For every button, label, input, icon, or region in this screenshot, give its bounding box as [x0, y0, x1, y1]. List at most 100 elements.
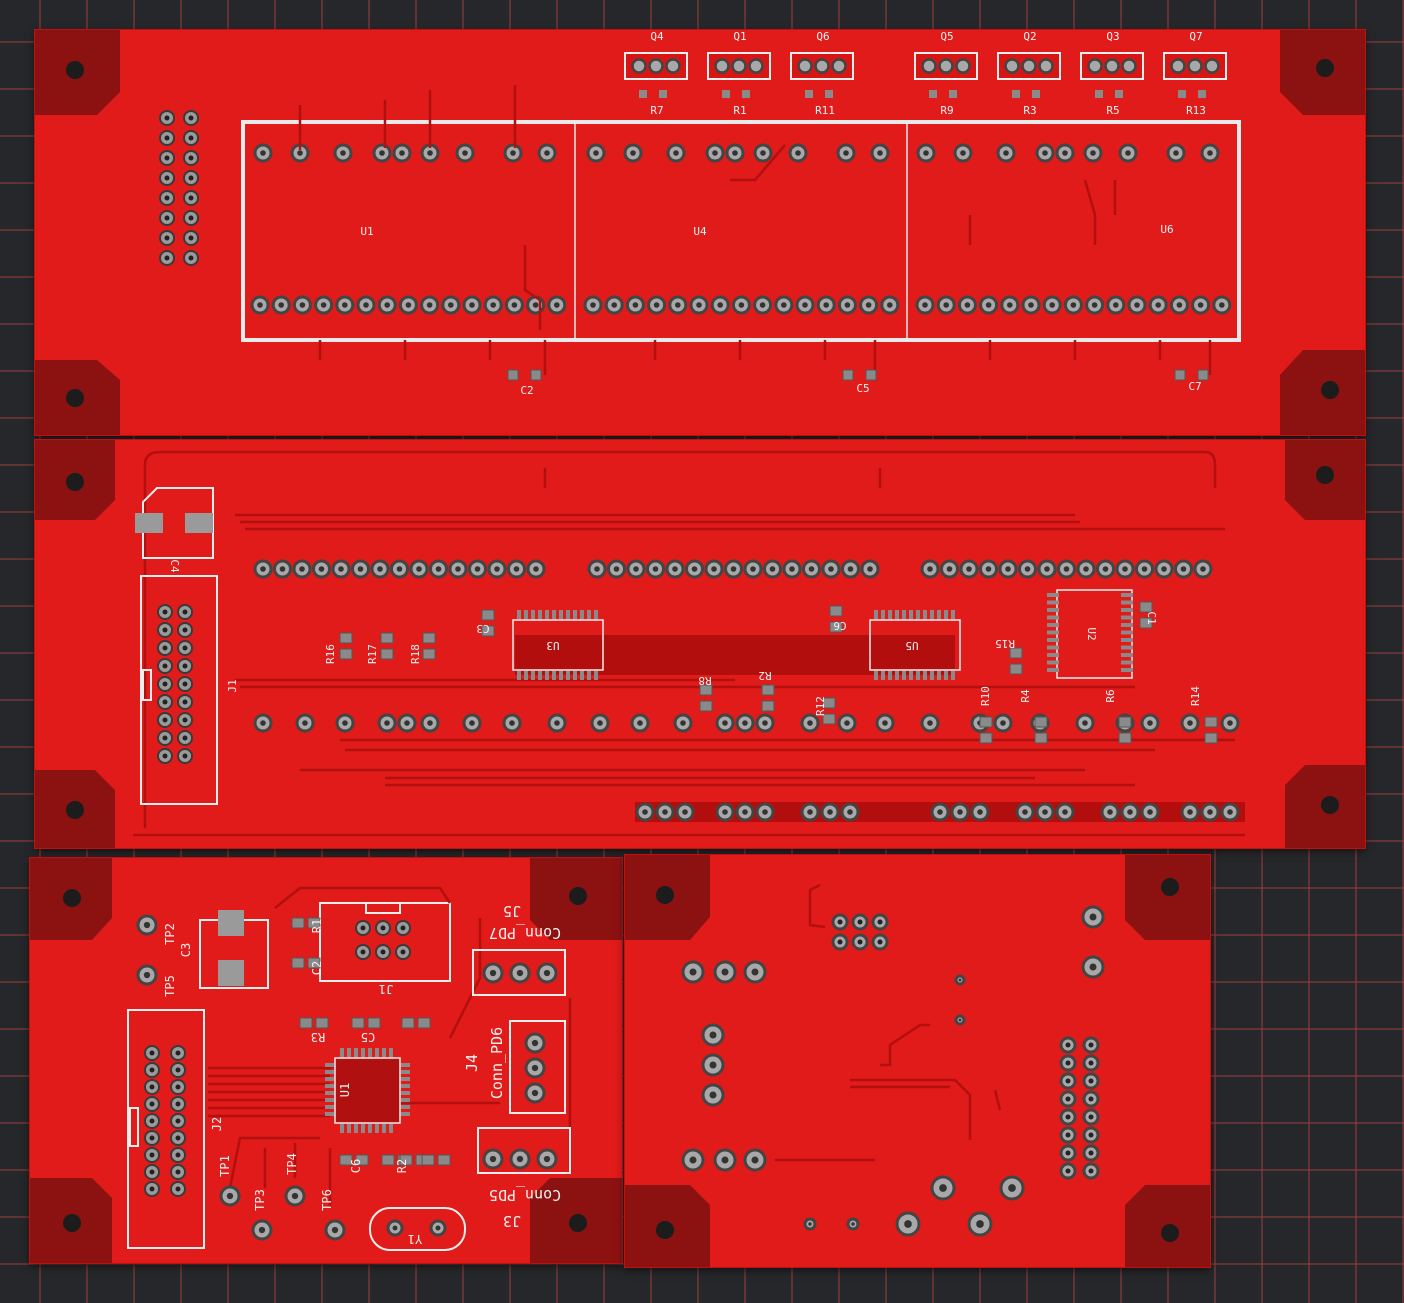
drill-hole	[384, 720, 390, 726]
drill-hole	[1083, 566, 1089, 572]
c7-label: C7	[1188, 380, 1201, 393]
pcb-bottom-left-artwork: TP2 TP5 C3 R1 C2 J1 R3 C5 U1 J2 TP1 TP3 …	[30, 858, 622, 1263]
ic-pin	[517, 610, 521, 619]
drill-hole	[712, 150, 718, 156]
c6-mid-label: C6	[833, 619, 846, 632]
drill-hole	[182, 699, 188, 705]
ic-pin	[538, 610, 542, 619]
drill-hole	[260, 150, 266, 156]
qfp-pin	[325, 1084, 334, 1088]
drill-hole	[455, 566, 461, 572]
qfp-pin	[368, 1124, 372, 1133]
ic-pin	[902, 671, 906, 680]
drill-hole	[544, 150, 550, 156]
drill-hole	[1200, 566, 1206, 572]
drill-hole	[1065, 1060, 1071, 1066]
drill-hole	[985, 302, 992, 308]
qfp-pin	[340, 1124, 344, 1133]
u1-bl-label: U1	[338, 1083, 352, 1097]
drill-hole	[1089, 913, 1097, 921]
drill-hole	[1088, 1096, 1094, 1102]
drill-hole	[751, 1156, 759, 1164]
ic-pin	[888, 671, 892, 680]
ic-pin	[930, 610, 934, 619]
drill-hole	[331, 1226, 339, 1234]
drill-hole	[960, 150, 966, 156]
drill-hole	[416, 566, 422, 572]
drill-hole	[363, 302, 369, 308]
drill-hole	[164, 215, 170, 221]
qfp-pin	[401, 1063, 410, 1067]
ic-pin	[1047, 653, 1059, 657]
drill-hole	[175, 1067, 181, 1073]
r14-label: R14	[1189, 686, 1202, 706]
drill-hole	[964, 302, 971, 308]
r10-label: R10	[979, 686, 992, 706]
drill-hole	[642, 809, 648, 815]
ic-pin	[531, 671, 535, 680]
tp2-label: TP2	[163, 923, 177, 945]
drill-hole	[590, 302, 596, 308]
drill-hole	[513, 566, 520, 572]
q1-label: Q1	[733, 30, 746, 43]
drill-hole	[1028, 302, 1034, 308]
ic-pin	[1047, 630, 1059, 635]
transistor-pin	[748, 58, 764, 74]
j1-bl-label: J1	[379, 982, 393, 996]
smd-pad	[1034, 732, 1048, 744]
transistor-pin	[665, 58, 681, 74]
smd-pad	[481, 609, 495, 621]
drill-hole	[1044, 566, 1050, 572]
smd-pad	[1034, 716, 1048, 728]
pcb-bottom-right-board	[625, 855, 1210, 1267]
ic-pin	[874, 671, 878, 680]
qfp-pin	[325, 1112, 334, 1116]
drill-hole	[709, 1061, 717, 1069]
ic-pin	[923, 671, 927, 680]
drill-hole	[164, 155, 170, 161]
drill-hole	[966, 566, 972, 572]
ic-pin	[1121, 623, 1133, 627]
drill-hole	[162, 699, 168, 705]
drill-hole	[1091, 302, 1098, 308]
ic-pin	[559, 671, 563, 680]
ic-pin	[1047, 600, 1059, 605]
smd-pad	[422, 648, 436, 660]
drill-hole	[943, 302, 949, 308]
r4-label: R4	[1019, 689, 1032, 703]
smd-pad	[437, 1154, 451, 1166]
drill-hole	[1089, 963, 1097, 971]
drill-hole	[182, 627, 188, 633]
drill-hole	[511, 302, 518, 308]
ic-pin	[923, 610, 927, 619]
smd-pad	[829, 605, 843, 617]
drill-hole	[162, 663, 168, 669]
qfp-pin	[401, 1091, 410, 1095]
ic-pin	[909, 610, 913, 619]
drill-hole	[750, 566, 756, 572]
smd-pad	[339, 648, 353, 660]
r5-label: R5	[1106, 104, 1119, 117]
drill-hole	[808, 1222, 812, 1226]
drill-hole	[182, 663, 188, 669]
drill-hole	[1088, 1042, 1094, 1048]
c2-label: C2	[520, 384, 533, 397]
drill-hole	[162, 627, 168, 633]
smd-pad	[699, 700, 713, 712]
transistor-pin	[1104, 58, 1120, 74]
drill-hole	[827, 809, 833, 815]
drill-hole	[164, 255, 170, 261]
drill-hole	[867, 566, 873, 572]
drill-hole	[1088, 1150, 1094, 1156]
drill-hole	[1113, 302, 1119, 308]
conn-pd6-label: Conn_PD6	[488, 1027, 506, 1099]
drill-hole	[877, 939, 883, 945]
drill-hole	[182, 645, 188, 651]
drill-hole	[789, 566, 795, 572]
drill-hole	[1062, 150, 1068, 156]
ic-pin	[1121, 615, 1133, 620]
r3-label: R3	[1023, 104, 1036, 117]
drill-hole	[379, 150, 385, 156]
transistor-pin	[955, 58, 971, 74]
smd-pad	[825, 90, 833, 98]
